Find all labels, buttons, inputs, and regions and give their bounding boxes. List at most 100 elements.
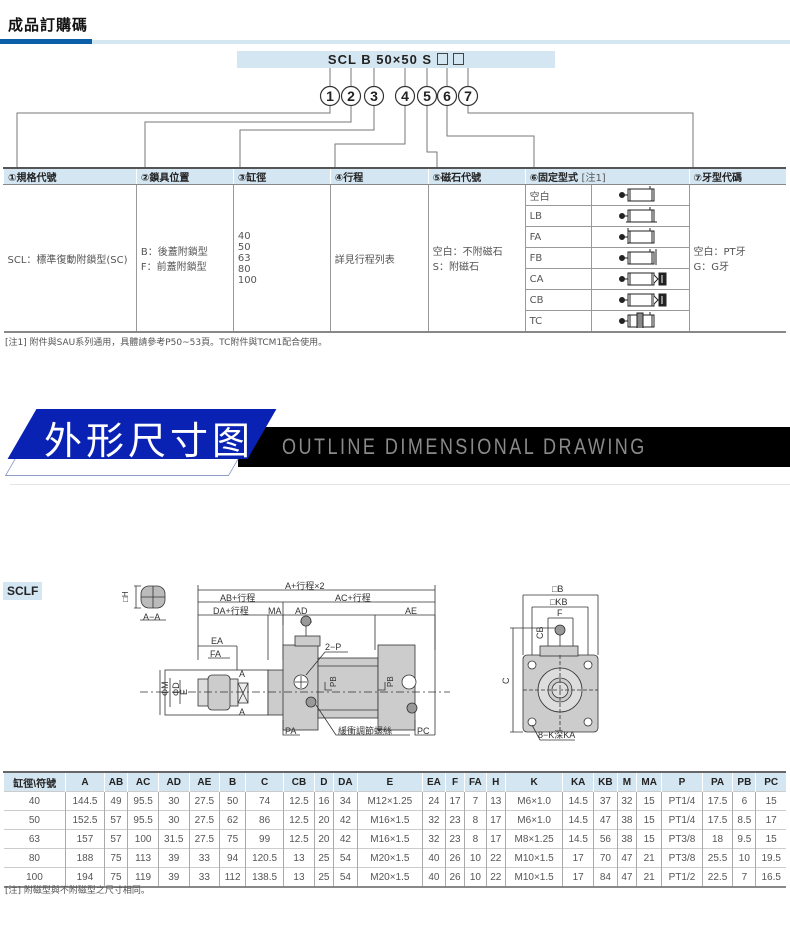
header-lock-position: ②鎖具位置	[135, 167, 234, 185]
bore-option: 40	[237, 230, 251, 242]
side-view-labels: □H A−A A+行程×2 AB+行程 AC+行程 DA+行程 MA AD AE…	[121, 580, 430, 736]
order-table-header: ①規格代號 ②鎖具位置 ③缸徑 ④行程 ⑤磁石代號 ⑥固定型式 [注1] ⑦牙型…	[3, 167, 786, 185]
mount-code: TC	[524, 310, 592, 333]
label-h: □H	[121, 591, 130, 602]
dim-cell: 57	[103, 829, 128, 849]
dim-header: A	[65, 771, 105, 792]
dim-cell: 13	[283, 848, 315, 868]
header-mount: ⑥固定型式 [注1]	[524, 167, 690, 185]
mount-icon-cell	[590, 268, 690, 290]
dim-cell: 19.5	[755, 848, 786, 868]
dim-cell: 26	[444, 848, 465, 868]
mount-icon-cell	[590, 184, 690, 206]
dim-cell: 119	[127, 867, 159, 888]
thread-option: G：G牙	[693, 262, 730, 273]
dim-cell: 25	[313, 848, 334, 868]
mount-icon-cell	[590, 289, 690, 311]
title-underline	[92, 40, 790, 44]
header-spec: ①規格代號	[3, 167, 137, 185]
dim-cell: 12.5	[283, 791, 315, 811]
mount-row: LB	[4, 205, 787, 227]
single-clevis-cylinder-icon	[619, 272, 667, 285]
dim-header: D	[313, 771, 334, 792]
dim-cell: 15	[755, 829, 786, 849]
dim-cell: 74	[244, 791, 284, 811]
dim-cell: M12×1.25	[356, 791, 423, 811]
mount-row: CA	[4, 268, 787, 290]
dim-cell: 113	[127, 848, 159, 868]
dim-cell: 40	[421, 848, 446, 868]
label-f: F	[557, 608, 563, 618]
dim-cell: 42	[333, 810, 358, 830]
dim-header: PC	[755, 771, 786, 792]
dim-cell: 16.5	[755, 867, 786, 888]
dim-cell: M6×1.0	[504, 791, 563, 811]
position-number: 6	[443, 88, 451, 104]
dim-cell: 30	[157, 791, 190, 811]
dim-cell: 17	[755, 810, 786, 830]
dim-cell: 14.5	[562, 829, 594, 849]
bore-option: 80	[237, 263, 251, 275]
dim-cell: 10	[732, 848, 756, 868]
dim-cell: 17	[485, 810, 506, 830]
dim-cell: 27.5	[188, 829, 220, 849]
dim-cell: 32	[616, 791, 637, 811]
dim-cell: M20×1.5	[356, 848, 423, 868]
side-view-drawing: □H A−A A+行程×2 AB+行程 AC+行程 DA+行程 MA AD AE…	[121, 580, 450, 736]
dim-cell: M20×1.5	[356, 867, 423, 888]
dim-cell: 75	[103, 867, 128, 888]
dim-cell: 32	[421, 829, 446, 849]
dim-cell: M10×1.5	[504, 867, 563, 888]
label-da: DA+行程	[213, 605, 249, 616]
mount-code: 空白	[524, 184, 592, 206]
label-k: 8−K深KA	[538, 730, 575, 740]
dim-cell: 25.5	[701, 848, 733, 868]
dim-cell: 8	[464, 829, 487, 849]
stroke-cell: 詳見行程列表	[329, 184, 429, 333]
bore-option: 50	[237, 241, 251, 253]
label-port: 2−P	[325, 642, 341, 652]
dim-cell: 18	[701, 829, 733, 849]
dim-cell: 7	[464, 791, 487, 811]
bore-option: 100	[237, 274, 257, 286]
dim-header: K	[504, 771, 563, 792]
dim-cell: 17	[485, 829, 506, 849]
dim-cell: 6	[732, 791, 756, 811]
dim-cell: 54	[333, 867, 358, 888]
position-circle	[340, 85, 362, 107]
dim-cell: 14.5	[562, 791, 594, 811]
dim-cell: 27.5	[188, 810, 220, 830]
dim-cell: 86	[244, 810, 284, 830]
header-stroke: ④行程	[329, 167, 429, 185]
dim-cell: 20	[313, 810, 334, 830]
dim-cell: PT1/4	[661, 810, 703, 830]
dim-cell: 33	[188, 848, 220, 868]
dim-cell: 95.5	[127, 810, 159, 830]
dim-header: H	[485, 771, 506, 792]
dim-cell: 13	[485, 791, 506, 811]
dim-cell: 24	[421, 791, 446, 811]
dim-cell: M16×1.5	[356, 829, 423, 849]
position-number: 4	[401, 88, 409, 104]
dim-cell: 188	[65, 848, 105, 868]
code-placeholder-box	[437, 53, 449, 65]
dim-cell: 144.5	[65, 791, 105, 811]
label-kb: □KB	[550, 597, 567, 607]
dim-header: DA	[333, 771, 358, 792]
dim-cell: 8.5	[732, 810, 756, 830]
label-ea: EA	[211, 636, 223, 646]
order-code-table: ①規格代號 ②鎖具位置 ③缸徑 ④行程 ⑤磁石代號 ⑥固定型式 [注1] ⑦牙型…	[3, 167, 786, 333]
dim-cell: 50	[219, 791, 246, 811]
mount-icon-cell	[590, 310, 690, 333]
banner-title-cn: 外形尺寸图	[44, 419, 255, 463]
label-a-top: A	[239, 669, 245, 679]
position-circle	[436, 85, 458, 107]
header-thread: ⑦牙型代碼	[688, 167, 786, 185]
dim-cell: 42	[333, 829, 358, 849]
